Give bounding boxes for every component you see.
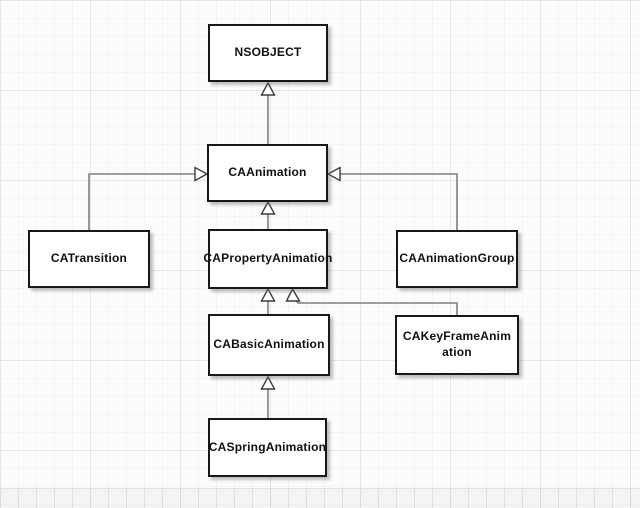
inheritance-arrowhead-icon <box>285 287 301 302</box>
class-node-catransition: CATransition <box>28 230 150 288</box>
edge-caanimationgroup-caanimation <box>340 173 458 230</box>
class-node-capropertyanimation: CAPropertyAnimation <box>203 229 332 289</box>
class-node-cabasicanimation: CABasicAnimation <box>208 314 330 376</box>
inheritance-arrowhead-icon <box>194 166 209 182</box>
class-node-cakeyframeanimation: CAKeyFrameAnimation <box>395 315 519 375</box>
grid-bottom-band <box>0 488 640 508</box>
class-node-caanimation: CAAnimation <box>207 144 328 202</box>
edge-cakeyframeanimation-capropertyanimation <box>295 300 458 315</box>
edge-catransition-caanimation <box>88 173 195 230</box>
inheritance-arrowhead-icon <box>260 375 276 390</box>
inheritance-arrowhead-icon <box>260 200 276 215</box>
inheritance-arrowhead-icon <box>260 81 276 96</box>
class-node-caanimationgroup: CAAnimationGroup <box>396 230 518 288</box>
inheritance-arrowhead-icon <box>326 166 341 182</box>
class-node-nsobject: NSOBJECT <box>208 24 328 82</box>
inheritance-arrowhead-icon <box>260 287 276 302</box>
class-node-caspringanimation: CASpringAnimation <box>208 418 327 477</box>
